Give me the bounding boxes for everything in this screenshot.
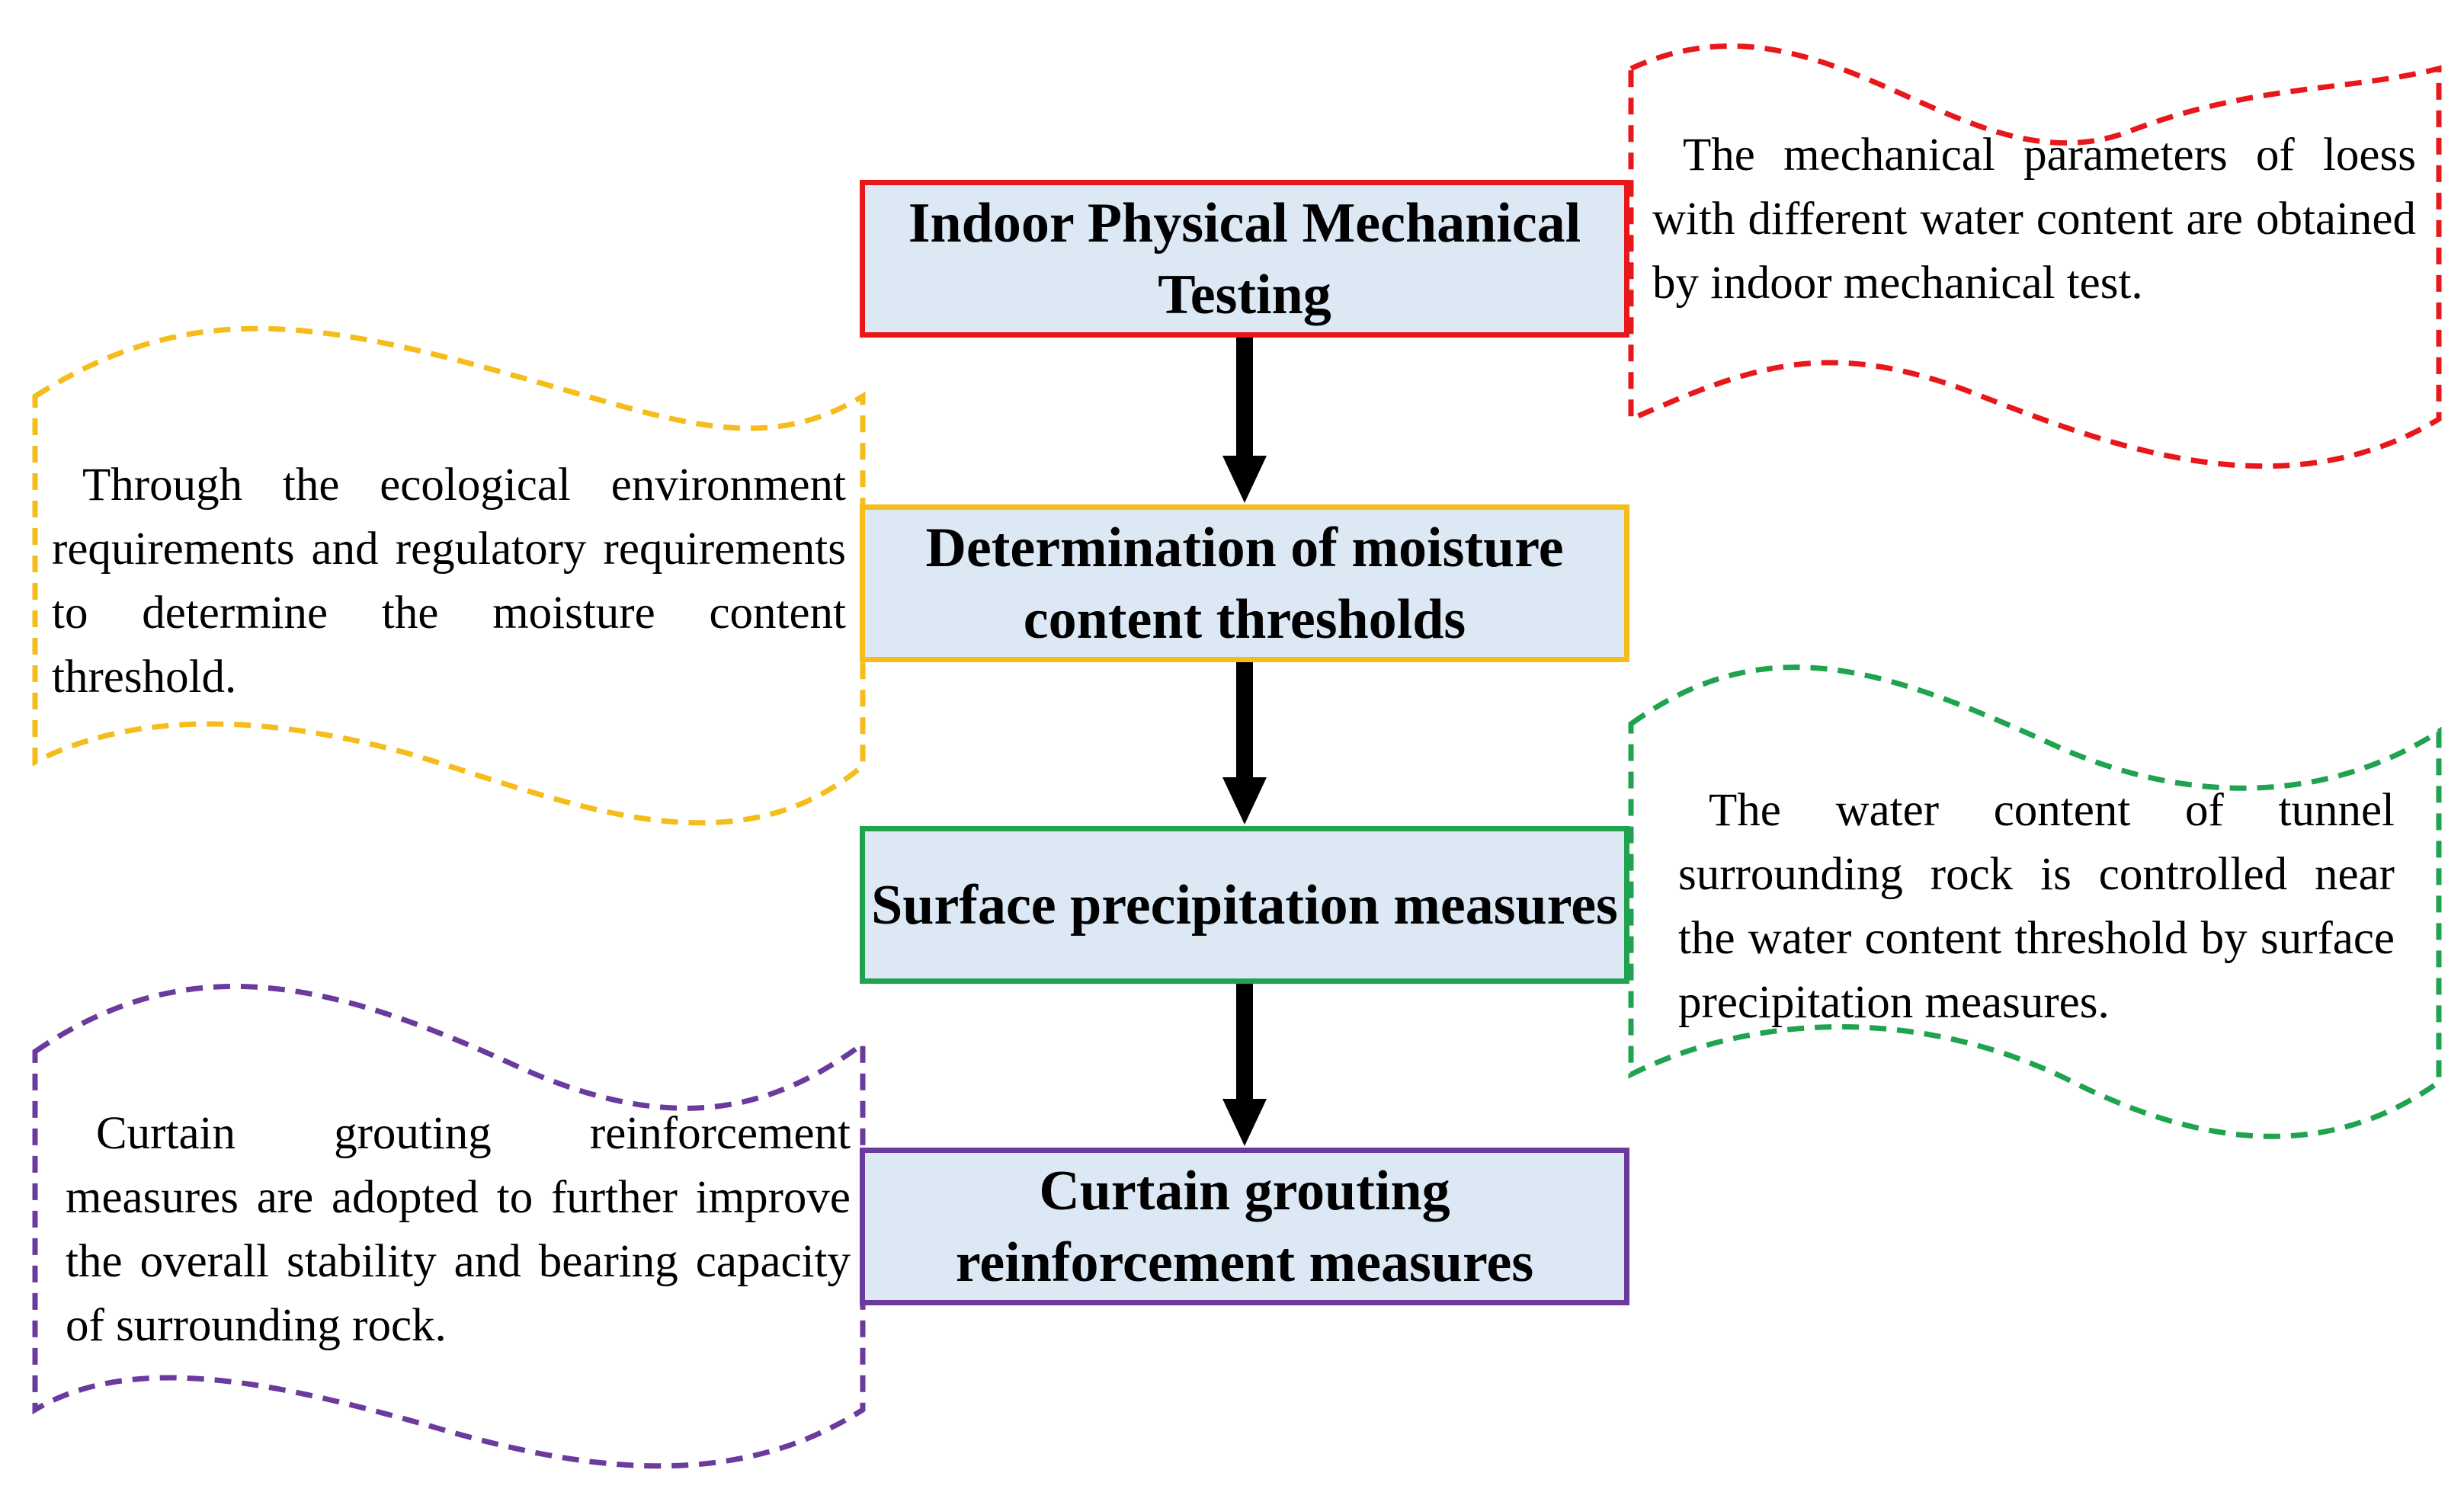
callout-frame-precipitation <box>1628 664 2442 1139</box>
step-box-moisture-threshold: Determination of moisture content thresh… <box>860 504 1629 662</box>
step-box-surface-precipitation: Surface precipitation measures <box>860 826 1629 984</box>
step-title-indoor-testing: Indoor Physical Mechanical Testing <box>908 191 1581 326</box>
step-title-moisture-threshold: Determination of moisture content thresh… <box>925 516 1564 651</box>
callout-frame-threshold <box>32 325 866 826</box>
step-box-indoor-testing: Indoor Physical Mechanical Testing <box>860 180 1629 338</box>
step-title-curtain-grouting: Curtain grouting reinforcement measures <box>955 1159 1534 1294</box>
step-title-surface-precipitation: Surface precipitation measures <box>871 873 1618 937</box>
note-threshold: Through the ecological environment requi… <box>52 460 846 703</box>
note-precipitation: The water content of tunnel surrounding … <box>1678 785 2395 1028</box>
callout-frame-testing <box>1628 43 2442 469</box>
arrow-testing-to-threshold <box>1222 335 1267 503</box>
note-grouting: Curtain grouting reinforcement measures … <box>66 1108 851 1351</box>
step-box-curtain-grouting: Curtain grouting reinforcement measures <box>860 1148 1629 1305</box>
arrow-threshold-to-precipitation <box>1222 660 1267 825</box>
note-testing: The mechanical parameters of loess with … <box>1652 130 2416 309</box>
arrow-precipitation-to-grouting <box>1222 981 1267 1146</box>
